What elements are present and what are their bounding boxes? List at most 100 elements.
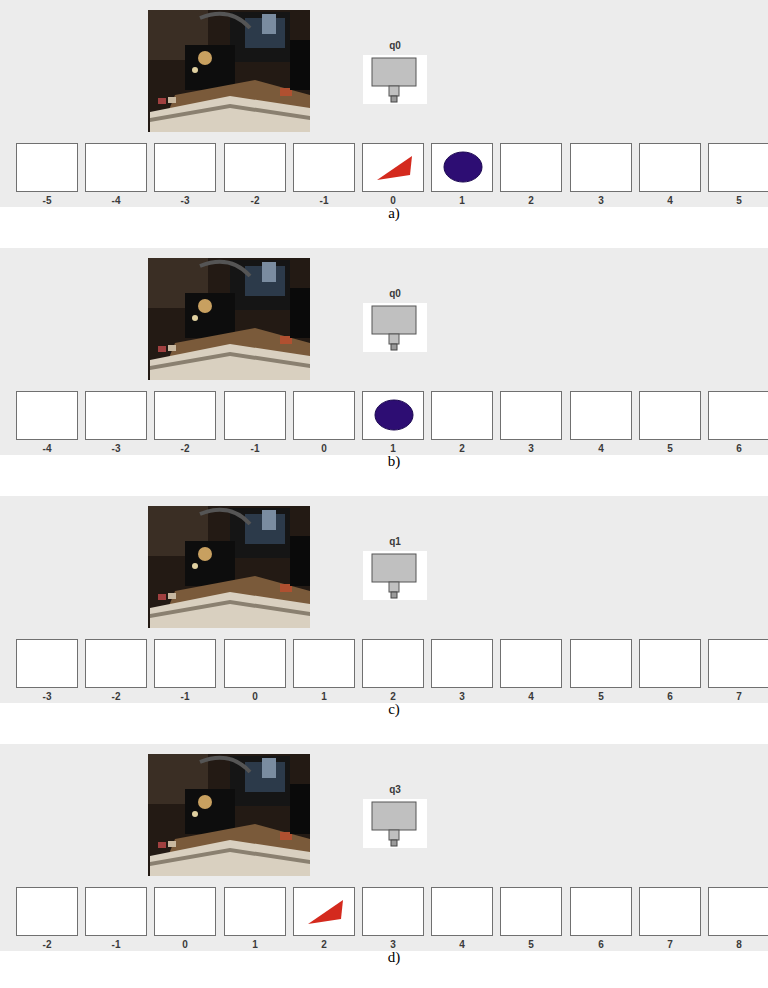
cell-background: [500, 143, 562, 192]
tape-cell: -3: [85, 391, 147, 440]
cell-index: 3: [459, 691, 465, 702]
cell-index: 5: [598, 691, 604, 702]
cell-index: -2: [43, 939, 52, 950]
tape-cell: -2: [16, 887, 78, 936]
tape-cell: 5: [570, 639, 632, 688]
tape-cell: 3: [500, 391, 562, 440]
tape-cell: -4: [16, 391, 78, 440]
tape-cell: 6: [708, 391, 768, 440]
cell-background: [293, 391, 355, 440]
panel-band: [0, 248, 768, 455]
cell-background: [570, 639, 632, 688]
cell-background: [224, 391, 286, 440]
tape-cell: -1: [85, 887, 147, 936]
tape-cell: 3: [431, 639, 493, 688]
cell-index: 4: [598, 443, 604, 454]
cell-index: 7: [667, 939, 673, 950]
cell-index: -2: [181, 443, 190, 454]
state-label: q1: [389, 536, 401, 547]
cell-background: [154, 639, 216, 688]
tape-cell: -3: [16, 639, 78, 688]
tape-cell: 3: [362, 887, 424, 936]
cell-index: -4: [43, 443, 52, 454]
tape-cell: -1: [224, 391, 286, 440]
cell-background: [224, 639, 286, 688]
cell-index: 3: [528, 443, 534, 454]
tape-cell: 6: [639, 639, 701, 688]
tape-cell: 5: [500, 887, 562, 936]
cell-background: [431, 143, 493, 192]
tape-head: q0: [363, 38, 427, 104]
cell-index: -1: [181, 691, 190, 702]
panel-band: [0, 0, 768, 207]
cell-index: 3: [390, 939, 396, 950]
cell-index: 4: [459, 939, 465, 950]
panel-caption: c): [388, 701, 400, 718]
tape-cell: 0: [362, 143, 424, 192]
cell-background: [224, 143, 286, 192]
tape-cell: -2: [154, 391, 216, 440]
cell-index: 0: [252, 691, 258, 702]
cell-background: [639, 887, 701, 936]
panel-band: [0, 496, 768, 703]
cell-background: [639, 391, 701, 440]
tape-cell: 7: [639, 887, 701, 936]
cell-index: 6: [667, 691, 673, 702]
cell-background: [85, 143, 147, 192]
tape-cell: 4: [500, 639, 562, 688]
tape-head-icon: [363, 799, 427, 848]
cell-background: [16, 143, 78, 192]
tape-cell: 5: [639, 391, 701, 440]
tape-cell: 3: [570, 143, 632, 192]
cell-backgrounds: [16, 143, 768, 936]
cell-background: [362, 391, 424, 440]
tape-cell: 0: [293, 391, 355, 440]
tape-cell: 7: [708, 639, 768, 688]
cell-index: -5: [43, 195, 52, 206]
cell-index: 3: [598, 195, 604, 206]
tape-cell: -4: [85, 143, 147, 192]
cell-index: 2: [390, 691, 396, 702]
cell-index: 1: [390, 443, 396, 454]
cell-background: [570, 391, 632, 440]
cell-index: -2: [251, 195, 260, 206]
cell-background: [362, 143, 424, 192]
cell-background: [708, 887, 768, 936]
tape-cell: -2: [85, 639, 147, 688]
cell-background: [293, 887, 355, 936]
cell-background: [708, 143, 768, 192]
cell-background: [224, 887, 286, 936]
state-label: q0: [389, 40, 401, 51]
tape-head-icon: [363, 303, 427, 352]
cell-background: [500, 639, 562, 688]
cell-background: [362, 887, 424, 936]
camera-photo: [148, 754, 310, 876]
cell-index: -3: [112, 443, 121, 454]
camera-photo: [148, 10, 310, 132]
tape-cell: 1: [224, 887, 286, 936]
cell-index: 4: [667, 195, 673, 206]
cell-background: [85, 391, 147, 440]
cell-index: 5: [528, 939, 534, 950]
camera-photo: [148, 506, 310, 628]
cell-index: 1: [252, 939, 258, 950]
triangle-symbol: [308, 900, 343, 924]
state-label: q0: [389, 288, 401, 299]
cell-index: 6: [598, 939, 604, 950]
cell-index: -1: [320, 195, 329, 206]
cell-background: [639, 639, 701, 688]
tape-cell: 0: [154, 887, 216, 936]
cell-background: [154, 143, 216, 192]
tape-cell: 6: [570, 887, 632, 936]
camera-photo: [148, 258, 310, 380]
tape-head-icon: [363, 55, 427, 104]
panel-caption: d): [388, 949, 401, 966]
cell-background: [16, 391, 78, 440]
tape-cell: 1: [362, 391, 424, 440]
cell-index: 5: [667, 443, 673, 454]
cell-background: [154, 391, 216, 440]
tape-cell: -3: [154, 143, 216, 192]
circle-symbol: [375, 400, 413, 430]
cell-background: [639, 143, 701, 192]
